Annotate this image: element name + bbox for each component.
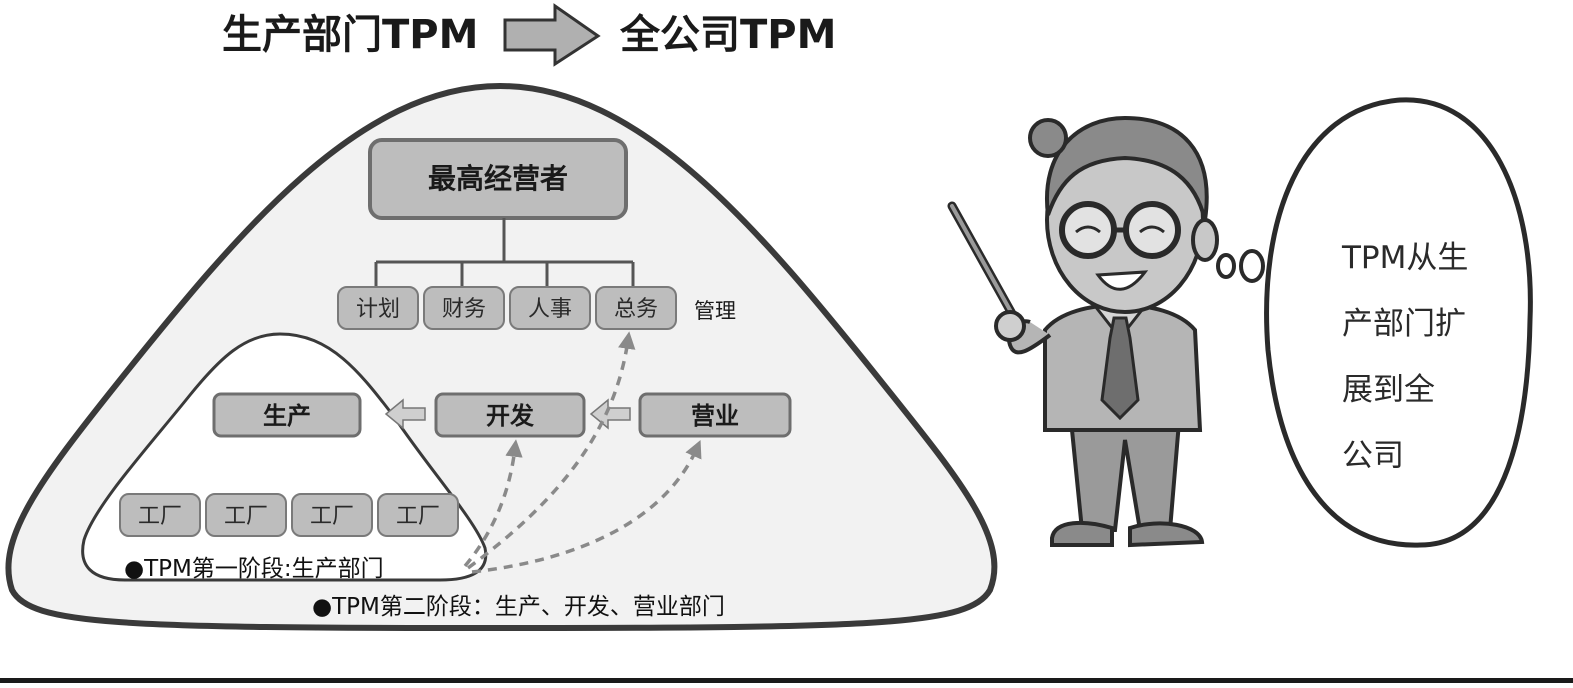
top-executive-box [368,138,628,220]
header-arrow [503,3,601,67]
dashed-arrow-to-admin [466,331,636,570]
factory-label: 工厂 [396,504,440,529]
admin-unit-box [337,286,419,330]
dashed-arrow-to-sales [471,440,702,574]
production-label: 生产 [263,402,311,430]
admin-unit-box [509,286,591,330]
factory-box [119,493,201,537]
org-connectors [374,218,635,287]
presenter-illustration [947,115,1219,548]
header-to-label: 全公司TPM [619,12,836,58]
factory-box [377,493,459,537]
expansion-arrows [463,331,702,574]
thought-bubble [1264,97,1533,548]
bubble-line-3: 展到全 [1342,372,1435,408]
admin-unit-label: 人事 [528,297,572,322]
thought-bubble-dot-small [1216,253,1236,279]
admin-unit-box [595,286,677,330]
factory-box [291,493,373,537]
dashed-arrow-to-development [463,439,523,568]
sales-box [638,392,792,438]
admin-unit-label: 财务 [442,297,486,322]
factory-box [205,493,287,537]
thought-bubble-dot-large [1239,249,1265,283]
development-box [434,392,586,438]
bubble-line-1: TPM从生 [1341,240,1468,276]
factory-label: 工厂 [138,504,182,529]
admin-unit-box [423,286,505,330]
admin-label: 管理 [694,299,736,323]
factory-label: 工厂 [310,504,354,529]
development-label: 开发 [486,402,534,430]
bottom-divider [0,678,1573,683]
header-from-label: 生产部门TPM [222,12,478,58]
stage2-label: ●TPM第二阶段：生产、开发、营业部门 [312,594,725,620]
admin-unit-label: 计划 [356,297,400,322]
factory-label: 工厂 [224,504,268,529]
top-executive-label: 最高经营者 [428,162,568,195]
flow-arrow-dev-to-production [384,398,426,430]
bubble-line-4: 公司 [1342,438,1404,474]
admin-unit-label: 总务 [614,297,658,322]
sales-label: 营业 [691,402,739,430]
stage1-label: ●TPM第一阶段:生产部门 [124,556,384,582]
bubble-line-2: 产部门扩 [1342,306,1466,342]
production-box [212,392,362,438]
